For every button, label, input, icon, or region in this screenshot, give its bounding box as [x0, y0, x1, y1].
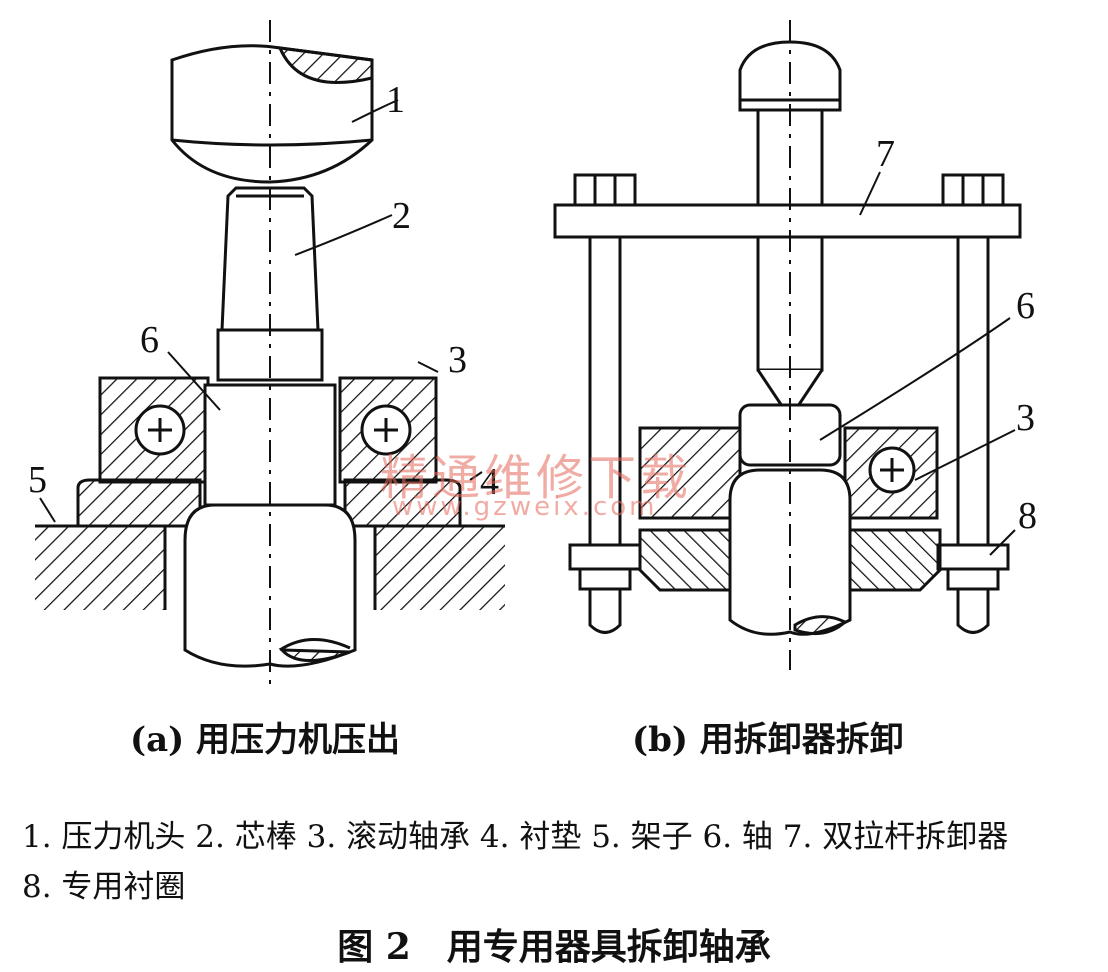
frame	[35, 524, 505, 610]
callout-3b: 3	[1016, 397, 1035, 439]
legend-item: 6. 轴	[702, 819, 773, 855]
watermark: 精通维修下载 www.gzweix.com	[380, 438, 740, 528]
callout-2: 2	[392, 195, 411, 237]
callouts-b: 7 6 3 8	[876, 133, 1037, 537]
rolling-bearing-a	[98, 376, 438, 484]
legend-item: 8. 专用衬圈	[22, 869, 186, 905]
callout-3: 3	[448, 339, 467, 381]
spacer	[76, 478, 462, 528]
rolling-bearing-b	[638, 426, 939, 520]
legend-item: 3. 滚动轴承	[306, 819, 471, 855]
legend-item: 4. 衬垫	[479, 819, 582, 855]
callout-6: 6	[140, 319, 159, 361]
callout-5: 5	[28, 459, 47, 501]
caption-b: (b) 用拆卸器拆卸	[632, 720, 904, 760]
caption-a: (a) 用压力机压出	[130, 720, 401, 760]
callouts-a: 1 2 3 4 5 6	[28, 79, 499, 503]
figure-title: 图 2 用专用器具拆卸轴承	[337, 926, 771, 968]
legend-item: 1. 压力机头	[22, 819, 186, 855]
double-rod-puller	[553, 173, 1022, 634]
legend-item: 7. 双拉杆拆卸器	[782, 819, 1009, 855]
callout-7: 7	[876, 133, 895, 175]
legend-item: 5. 架子	[591, 819, 693, 855]
callout-4: 4	[480, 461, 499, 503]
callout-1: 1	[386, 79, 405, 121]
panel-b-puller	[553, 20, 1022, 670]
callout-6b: 6	[1016, 285, 1035, 327]
bearing-removal-diagram: 1 2 3 4 5 6	[28, 20, 1037, 690]
parts-legend: 1. 压力机头 2. 芯棒 3. 滚动轴承 4. 衬垫 5. 架子 6. 轴 7…	[22, 812, 1102, 912]
watermark-text: 精通维修下载	[380, 450, 693, 506]
legend-item: 2. 芯棒	[195, 819, 297, 855]
panel-a-press	[35, 20, 505, 690]
watermark-url: www.gzweix.com	[392, 492, 658, 522]
press-head	[170, 44, 374, 184]
callout-8: 8	[1018, 495, 1037, 537]
